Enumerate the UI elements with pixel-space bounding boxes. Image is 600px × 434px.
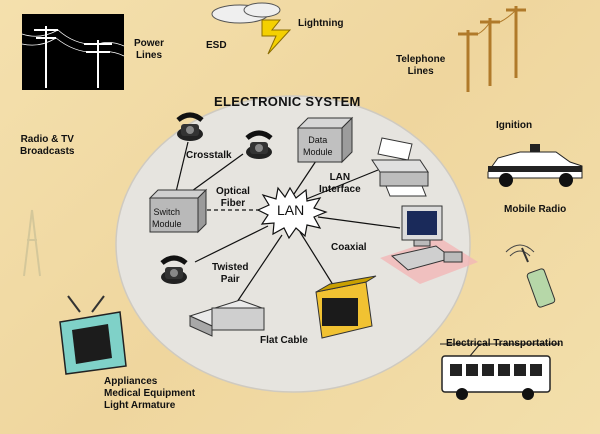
line-switch-phone-left: [174, 141, 189, 197]
line-lan-monitor: [299, 231, 336, 289]
lan-connection-lines: [174, 141, 401, 306]
line-lan-flat-cable: [234, 234, 283, 306]
telephone-icon: [245, 130, 273, 159]
monitor-icon: [315, 275, 377, 339]
coaxial-label: Coaxial: [331, 242, 367, 253]
radio-tower-icon: [23, 209, 41, 277]
power-lines-icon: [21, 14, 125, 90]
computer-icon: [380, 205, 478, 284]
crosstalk-label: Crosstalk: [186, 150, 232, 161]
power-lines-label: Power Lines: [134, 38, 165, 61]
line-switch-phone-top: [184, 153, 244, 197]
bus-icon: [440, 343, 560, 400]
electrical-transportation-label: Electrical Transportation: [446, 338, 564, 349]
switch-module-label: Switch Module: [152, 207, 182, 229]
flat-cable-label: Flat Cable: [260, 335, 308, 346]
ignition-label: Ignition: [496, 120, 533, 131]
telephone-icon: [160, 255, 188, 284]
data-module-box: [296, 116, 354, 164]
system-title: ELECTRONIC SYSTEM: [214, 94, 361, 109]
telephone-lines-label: Telephone Lines: [396, 54, 446, 77]
esd-label: ESD: [206, 40, 227, 51]
telephone-icon: [176, 112, 204, 141]
line-lan-data-module: [289, 157, 319, 201]
taxi-car-icon: [487, 144, 583, 187]
printer-icon: [371, 137, 429, 197]
lightning-label: Lightning: [298, 18, 344, 29]
mobile-radio-icon: [505, 244, 556, 308]
line-lan-printer: [303, 169, 379, 201]
flat-cable-device-icon: [188, 299, 265, 337]
radio-tv-label: Radio & TV Broadcasts: [20, 134, 75, 157]
telephone-poles-icon: [458, 6, 526, 92]
lightning-icon: [211, 2, 292, 55]
lan-label: LAN: [277, 202, 305, 218]
television-icon: [59, 295, 127, 375]
lan-interface-label: LAN Interface: [319, 172, 361, 195]
line-lan-twisted-pair: [194, 225, 269, 263]
mobile-radio-label: Mobile Radio: [504, 204, 567, 215]
twisted-pair-label: Twisted Pair: [212, 262, 249, 285]
line-lan-computer: [317, 216, 401, 229]
appliances-label: Appliances Medical Equipment Light Armat…: [104, 376, 196, 411]
data-module-label: Data Module: [303, 135, 333, 157]
optical-fiber-label: Optical Fiber: [216, 186, 250, 209]
switch-module-box: [148, 188, 208, 234]
lan-starburst: [256, 186, 328, 240]
